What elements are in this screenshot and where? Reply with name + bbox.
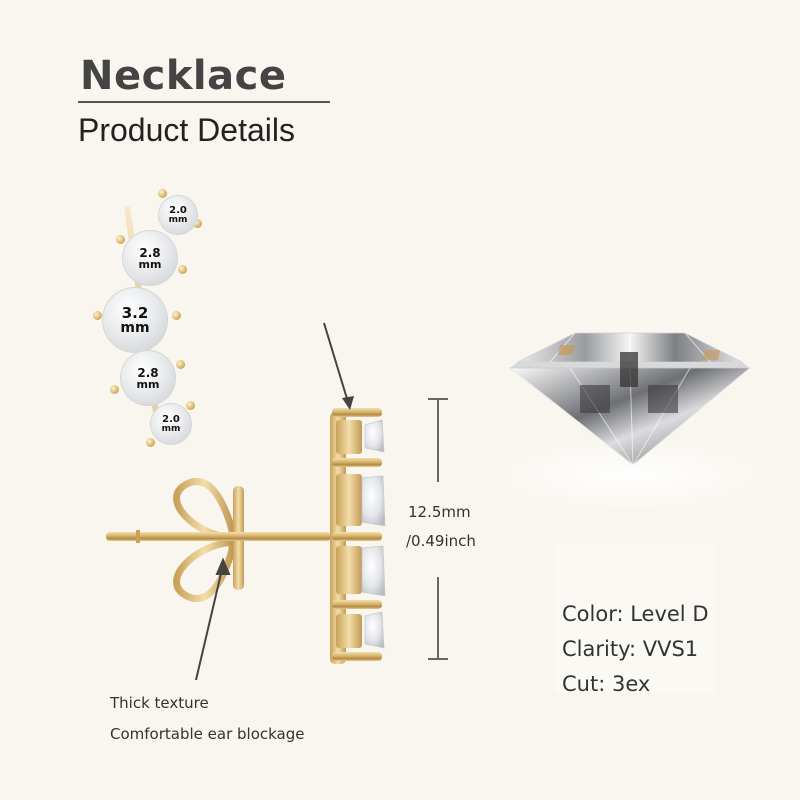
prong bbox=[178, 265, 187, 274]
dimension-line-top bbox=[437, 399, 439, 482]
earring-side-view bbox=[106, 408, 386, 680]
page-title: Necklace bbox=[80, 53, 287, 99]
prong bbox=[146, 438, 155, 447]
dimension-inch: /0.49inch bbox=[406, 532, 476, 550]
title-divider bbox=[78, 101, 330, 103]
note-comfortable-ear-blockage: Comfortable ear blockage bbox=[110, 725, 305, 743]
pointer-arrow-setting bbox=[323, 322, 354, 410]
prong bbox=[172, 311, 181, 320]
prong bbox=[158, 189, 167, 198]
note-thick-texture: Thick texture bbox=[110, 694, 209, 712]
diamond-illustration bbox=[480, 332, 780, 513]
prong bbox=[186, 401, 195, 410]
dimension-cap-bottom bbox=[428, 658, 448, 660]
prong bbox=[110, 385, 119, 394]
spec-panel bbox=[555, 543, 715, 693]
spec-cut: Cut: 3ex bbox=[562, 672, 651, 696]
spec-clarity: Clarity: VVS1 bbox=[562, 637, 699, 661]
dimension-indicator: 12.5mm /0.49inch bbox=[406, 395, 540, 665]
pointer-arrow-thick-texture bbox=[195, 557, 231, 680]
prong bbox=[93, 311, 102, 320]
dimension-line-bottom bbox=[437, 577, 439, 659]
prong bbox=[176, 360, 185, 369]
dimension-mm: 12.5mm bbox=[408, 503, 471, 521]
spec-color: Color: Level D bbox=[562, 602, 709, 626]
prong bbox=[116, 235, 125, 244]
page-subtitle: Product Details bbox=[78, 112, 295, 148]
prong bbox=[193, 219, 202, 228]
